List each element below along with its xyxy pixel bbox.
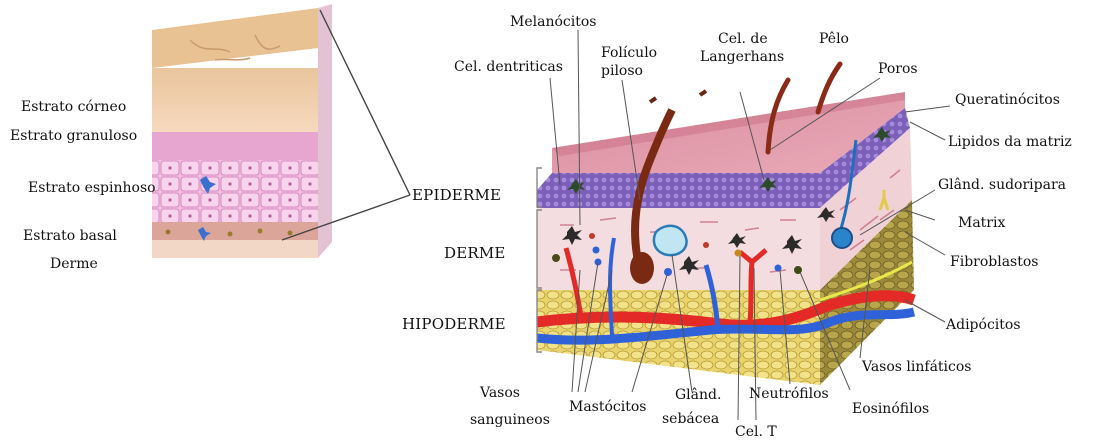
label-gland-sudoripara: Glând. sudoripara <box>938 177 1066 193</box>
label-sebacea: sebácea <box>662 411 719 427</box>
sebaceous-gland <box>654 226 687 255</box>
label-estrato-corneo: Estrato córneo <box>21 99 126 115</box>
sweat-gland-coil <box>832 228 852 248</box>
left-block-dermis <box>152 240 318 258</box>
left-block-corneum <box>152 68 318 132</box>
label-cel-t: Cel. T <box>735 424 777 440</box>
left-block-top <box>152 8 318 68</box>
label-derme-left: Derme <box>50 256 98 272</box>
label-vasos: Vasos <box>480 385 520 401</box>
label-epiderme: EPIDERME <box>412 187 501 203</box>
label-foliculo: Folículo <box>601 45 657 61</box>
main-skin-block <box>537 64 914 385</box>
label-estrato-espinhoso: Estrato espinhoso <box>28 180 156 196</box>
left-block-spinous <box>152 160 318 222</box>
label-sanguineos: sanguineos <box>470 412 550 428</box>
label-estrato-basal: Estrato basal <box>23 228 117 244</box>
label-cel-de: Cel. de <box>718 31 768 47</box>
label-lipidos: Lipidos da matriz <box>948 134 1072 150</box>
label-eosinofilos: Eosinófilos <box>852 401 929 417</box>
label-piloso: piloso <box>601 63 643 79</box>
label-pelo: Pêlo <box>819 31 849 47</box>
left-block-basal <box>152 222 318 240</box>
label-queratinocitos: Queratinócitos <box>955 92 1060 108</box>
label-gland: Glând. <box>675 387 721 403</box>
left-skin-block <box>152 4 332 258</box>
label-hipoderme: HIPODERME <box>402 316 506 332</box>
label-vasos-linfaticos: Vasos linfáticos <box>862 359 971 375</box>
label-matrix: Matrix <box>958 215 1005 231</box>
label-neutrofilos: Neutrófilos <box>749 386 829 402</box>
label-mastocitos: Mastócitos <box>569 399 646 415</box>
zoom-line-top <box>320 10 410 195</box>
label-derme: DERME <box>444 245 506 261</box>
label-adipocitos: Adipócitos <box>946 317 1021 333</box>
label-melanocitos: Melanócitos <box>510 14 596 30</box>
left-block-granular <box>152 132 318 160</box>
label-fibroblastos: Fibroblastos <box>950 254 1038 270</box>
label-poros: Poros <box>878 61 918 77</box>
label-estrato-granuloso: Estrato granuloso <box>10 128 137 144</box>
label-cel-dentriticas: Cel. dentriticas <box>454 59 563 75</box>
label-langerhans: Langerhans <box>700 49 784 65</box>
